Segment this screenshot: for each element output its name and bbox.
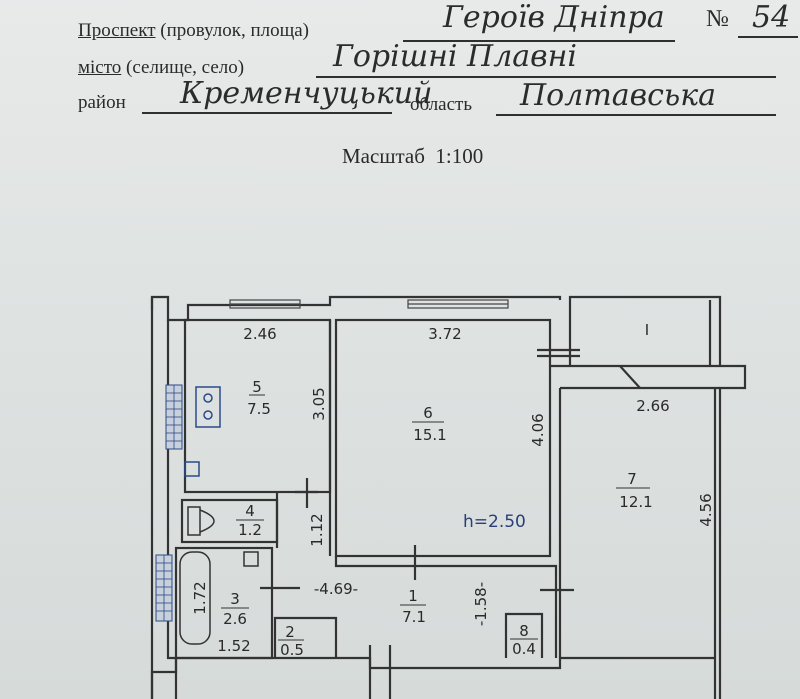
- number-label: №: [706, 6, 729, 32]
- balcony-label: I: [645, 321, 649, 339]
- dim-4-56: 4.56: [697, 493, 715, 526]
- room-6-area: 15.1: [413, 426, 446, 444]
- room-8-number: 8: [519, 622, 529, 640]
- washbasin-icon: [243, 551, 259, 567]
- region-underline: [496, 114, 776, 116]
- room-1-outline: [334, 556, 558, 658]
- district-label: район: [78, 92, 126, 113]
- room-1-area: 7.1: [402, 608, 426, 626]
- dim-1-58: -1.58-: [472, 582, 490, 626]
- toilet-tank-icon: [187, 506, 201, 536]
- room-2-outline: [273, 616, 338, 658]
- room-7-area: 12.1: [619, 493, 652, 511]
- dim-3-05: 3.05: [310, 387, 328, 420]
- dim-1-72: 1.72: [191, 581, 209, 614]
- stove-icon: [195, 386, 221, 428]
- number-underline: [738, 36, 798, 38]
- room-4-area: 1.2: [238, 521, 262, 539]
- dim-1-52: 1.52: [217, 637, 250, 655]
- room-2-number: 2: [285, 623, 295, 641]
- city-label: місто (селище, село): [78, 57, 245, 78]
- toilet-bowl-icon: [199, 509, 215, 533]
- street-label: Проспект (провулок, площа): [78, 20, 309, 41]
- balcony-outline: [568, 295, 722, 366]
- dim-2-46: 2.46: [243, 325, 276, 343]
- dim-2-66: 2.66: [636, 397, 669, 415]
- south-wall: [150, 656, 715, 699]
- sink-icon: [184, 461, 200, 477]
- street-underline: [403, 40, 675, 42]
- room-5-number: 5: [252, 378, 262, 396]
- room-3-area: 2.6: [223, 610, 247, 628]
- dim-3-72: 3.72: [428, 325, 461, 343]
- dim-4-69: -4.69-: [314, 580, 358, 598]
- city-value: Горішні Плавні: [333, 39, 577, 74]
- city-underline: [316, 76, 776, 78]
- door-tick-3: [619, 365, 641, 389]
- street-value: Героїв Дніпра: [443, 0, 665, 35]
- room-8-area: 0.4: [512, 640, 536, 658]
- region-label: область: [410, 94, 473, 115]
- ceiling-height: h=2.50: [463, 512, 526, 532]
- burner: [203, 410, 213, 420]
- bathtub-icon: [179, 551, 211, 645]
- room-6-outline: [334, 318, 552, 558]
- room-2-area: 0.5: [280, 641, 304, 659]
- room-1-number: 1: [408, 587, 418, 605]
- dim-4-06: 4.06: [529, 413, 547, 446]
- room-4-number: 4: [245, 502, 255, 520]
- outer-wall-west: [166, 320, 178, 699]
- outer-wall-north: [150, 295, 562, 699]
- dim-1-12: 1.12: [308, 513, 326, 546]
- burner: [203, 393, 213, 403]
- district-value: Кременчуцький: [180, 76, 433, 111]
- room-7-number: 7: [627, 470, 637, 488]
- room-8-outline: [504, 612, 544, 658]
- room-6-number: 6: [423, 404, 433, 422]
- room-5-area: 7.5: [247, 400, 271, 418]
- scale-label: Масштаб 1:100: [342, 144, 484, 168]
- district-underline: [142, 112, 392, 114]
- number-value: 54: [752, 0, 791, 35]
- room-3-number: 3: [230, 590, 240, 608]
- region-value: Полтавська: [520, 78, 717, 113]
- east-wall: [550, 364, 747, 699]
